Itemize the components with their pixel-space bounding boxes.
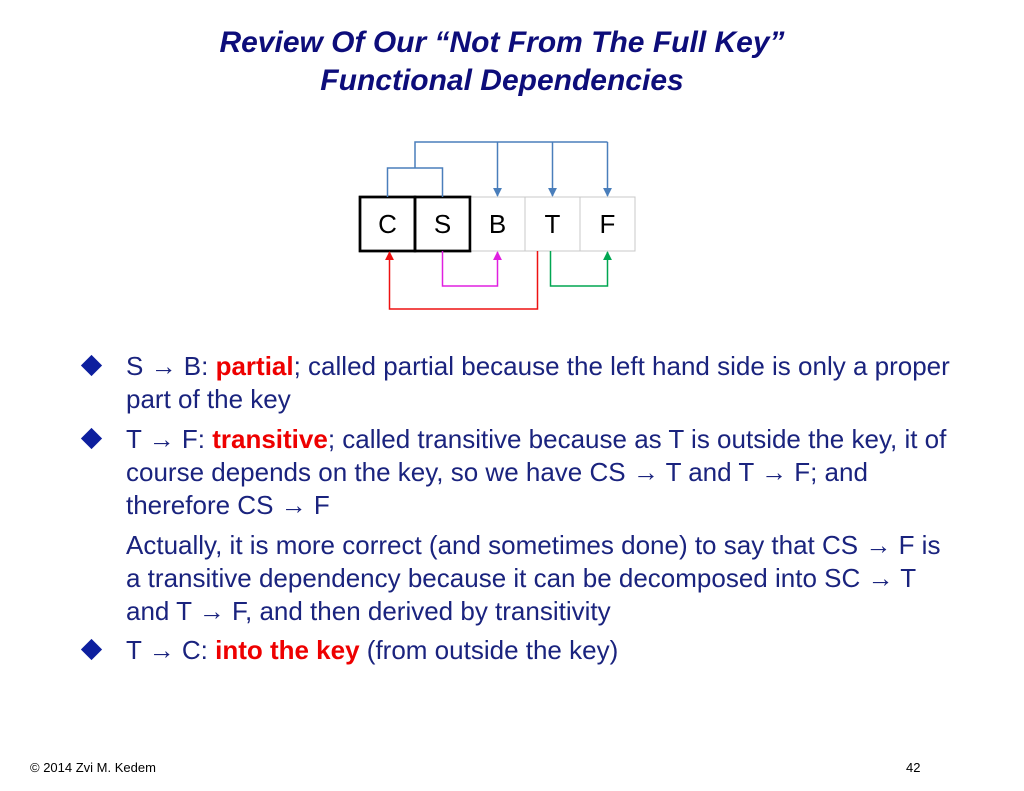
key-to-nonkey-bar — [414, 141, 608, 168]
transitive-explanation: Actually, it is more correct (and someti… — [82, 529, 962, 628]
attribute-label-c: C — [378, 209, 397, 239]
key-bracket-line — [386, 167, 444, 197]
attribute-cell-t — [524, 196, 581, 252]
bullet-into-key-rest: (from outside the key) — [359, 635, 619, 665]
transitive-explanation-text: Actually, it is more correct (and someti… — [126, 530, 941, 626]
footer-page-number: 42 — [906, 760, 921, 775]
title-line-2: Functional Dependencies — [320, 64, 684, 97]
bullet-partial-highlight: partial — [215, 351, 294, 381]
diamond-bullet-icon — [80, 427, 103, 450]
s-to-b-arrow — [441, 251, 502, 287]
footer-copyright: © 2014 Zvi M. Kedem — [30, 760, 156, 775]
slide-title: Review Of Our “Not From The Full Key” Fu… — [0, 24, 1004, 100]
diamond-bullet-icon — [80, 638, 103, 661]
bullet-partial-prefix: S → B: — [126, 351, 216, 381]
bullet-list: S → B: partial; called partial because t… — [80, 350, 962, 674]
bullet-partial-rest: ; called partial because the left hand s… — [126, 351, 950, 414]
t-to-f-arrow — [549, 251, 612, 287]
bullet-transitive-rest: ; called transitive because as T is outs… — [126, 424, 947, 520]
title-line-1: Review Of Our “Not From The Full Key” — [219, 26, 785, 59]
diamond-bullet-icon — [80, 354, 103, 377]
bullet-transitive-prefix: T → F: — [126, 424, 213, 454]
attribute-cell-f — [579, 196, 636, 252]
attribute-label-f: F — [600, 209, 616, 239]
bullet-into-key-highlight: into the key — [215, 635, 360, 665]
attribute-label-t: T — [545, 209, 561, 239]
bullet-partial: S → B: partial; called partial because t… — [80, 350, 962, 416]
attribute-label-b: B — [489, 209, 506, 239]
bullet-into-key: T → C: into the key (from outside the ke… — [80, 634, 962, 667]
bullet-into-key-prefix: T → C: — [126, 635, 216, 665]
bullet-transitive: T → F: transitive; called transitive bec… — [80, 423, 962, 522]
attribute-label-s: S — [434, 209, 451, 239]
t-to-c-arrow — [385, 251, 539, 310]
bullet-transitive-highlight: transitive — [212, 424, 328, 454]
